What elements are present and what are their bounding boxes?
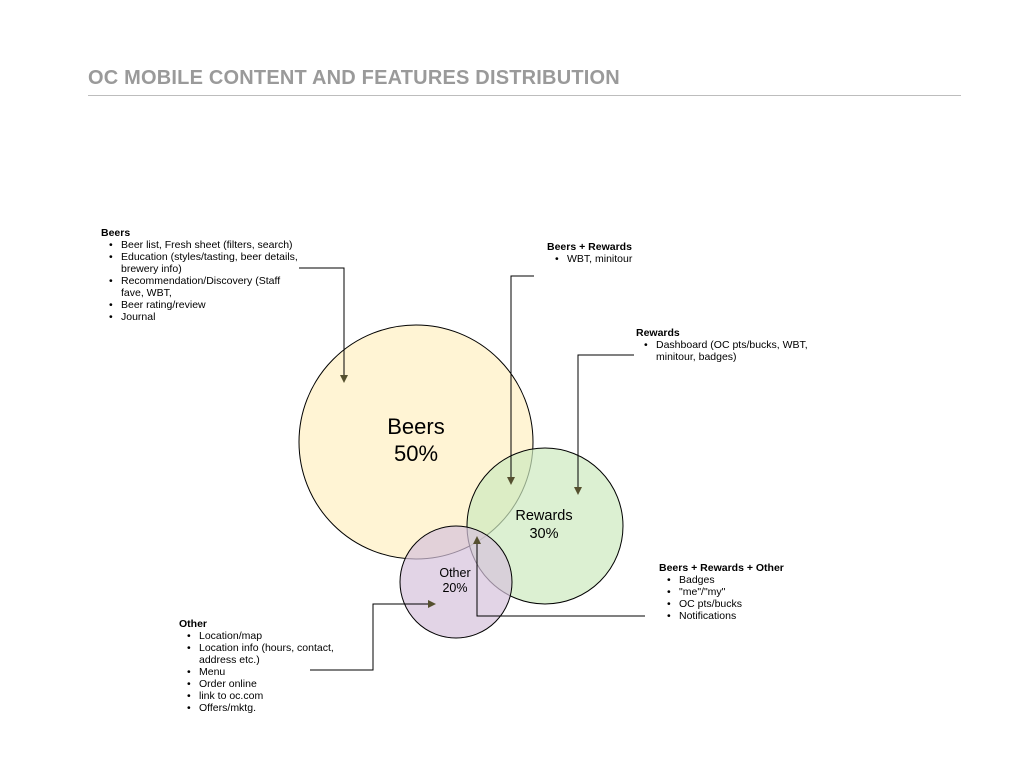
rewards-connector [574, 354, 634, 495]
rewards-note: Rewards Dashboard (OC pts/bucks, WBT, mi… [636, 327, 816, 363]
list-item: Dashboard (OC pts/bucks, WBT, minitour, … [644, 339, 816, 363]
beers-rewards-other-note: Beers + Rewards + Other Badges "me"/"my"… [659, 562, 839, 622]
list-item: Order online [187, 678, 339, 690]
other-circle[interactable] [399, 525, 513, 639]
beers-circle-share: 50% [393, 441, 439, 466]
other-connector [310, 600, 436, 671]
list-item: link to oc.com [187, 690, 339, 702]
list-item: Recommendation/Discovery (Staff fave, WB… [109, 275, 301, 299]
list-item: Beer rating/review [109, 299, 301, 311]
other-circle-share: 20% [442, 581, 468, 595]
rewards-circle-name: Rewards [515, 508, 573, 524]
beers-circle-label: Beers 50% [356, 413, 476, 467]
beers-rewards-other-connector [473, 536, 645, 617]
beers-rewards-note-list: WBT, minitour [547, 253, 697, 265]
list-item: Location/map [187, 630, 339, 642]
beers-rewards-note-heading: Beers + Rewards [547, 241, 632, 253]
beers-rewards-other-note-list: Badges "me"/"my" OC pts/bucks Notificati… [659, 574, 839, 622]
beers-connector [299, 267, 348, 383]
other-note-list: Location/map Location info (hours, conta… [179, 630, 339, 714]
other-note-heading: Other [179, 618, 208, 630]
list-item: Badges [667, 574, 839, 586]
other-circle-name: Other [439, 566, 471, 580]
beers-rewards-other-note-heading: Beers + Rewards + Other [659, 562, 784, 574]
beers-circle-name: Beers [387, 414, 445, 439]
other-note: Other Location/map Location info (hours,… [179, 618, 339, 714]
beers-note-heading: Beers [101, 227, 131, 239]
list-item: OC pts/bucks [667, 598, 839, 610]
list-item: Journal [109, 311, 301, 323]
rewards-note-heading: Rewards [636, 327, 680, 339]
beers-rewards-note: Beers + Rewards WBT, minitour [547, 241, 697, 265]
rewards-note-list: Dashboard (OC pts/bucks, WBT, minitour, … [636, 339, 816, 363]
list-item: "me"/"my" [667, 586, 839, 598]
beers-note: Beers Beer list, Fresh sheet (filters, s… [101, 227, 301, 323]
list-item: WBT, minitour [555, 253, 697, 265]
list-item: Offers/mktg. [187, 702, 339, 714]
title-divider [88, 95, 961, 96]
rewards-circle-label: Rewards 30% [494, 507, 594, 543]
beers-note-list: Beer list, Fresh sheet (filters, search)… [101, 239, 301, 323]
list-item: Menu [187, 666, 339, 678]
page-title: OC MOBILE CONTENT AND FEATURES DISTRIBUT… [88, 67, 620, 89]
beers-rewards-connector [507, 275, 534, 485]
list-item: Notifications [667, 610, 839, 622]
list-item: Education (styles/tasting, beer details,… [109, 251, 301, 275]
list-item: Location info (hours, contact, address e… [187, 642, 339, 666]
list-item: Beer list, Fresh sheet (filters, search) [109, 239, 301, 251]
rewards-circle-share: 30% [529, 526, 559, 542]
other-circle-label: Other 20% [415, 566, 495, 596]
